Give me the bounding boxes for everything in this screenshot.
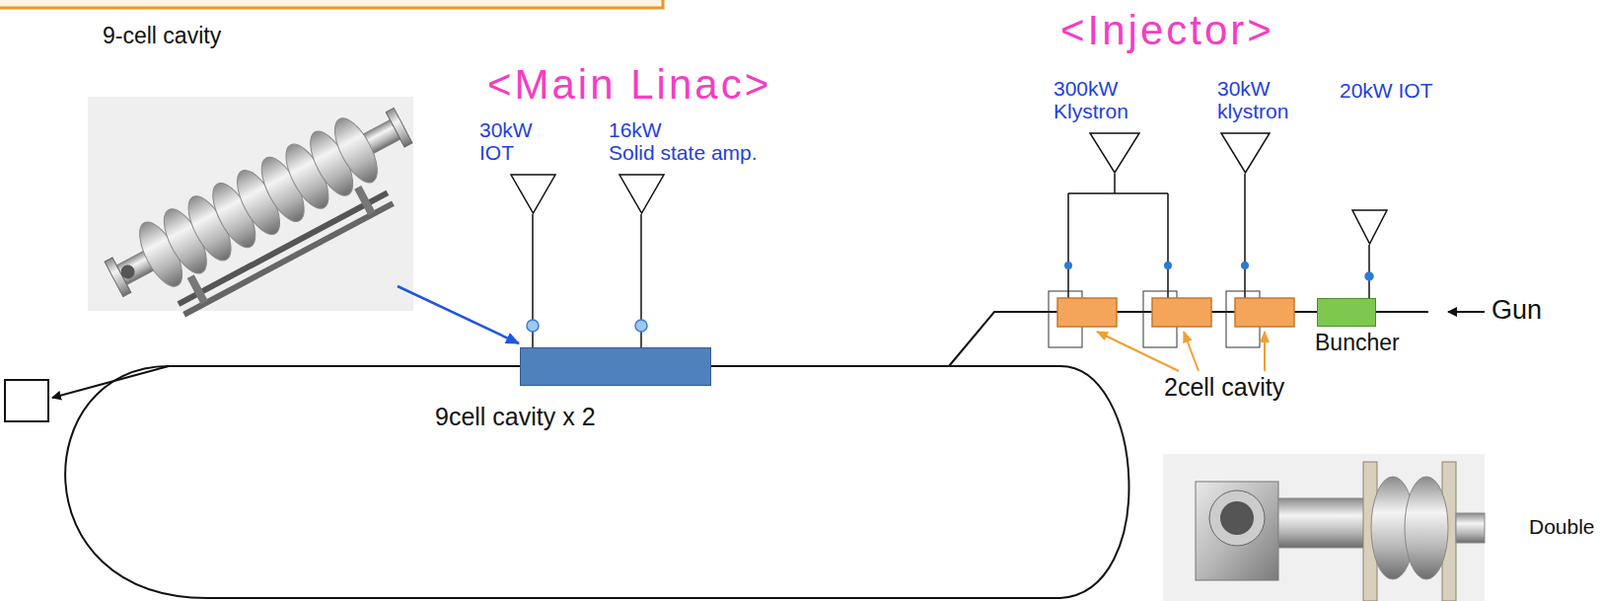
- leader-arrow: [1183, 331, 1199, 371]
- rf-coupler-dot: [1240, 261, 1249, 270]
- power-rating: 300kW: [1053, 76, 1157, 100]
- rf-coupler-dot: [1064, 261, 1073, 270]
- beam-dump: [4, 379, 49, 422]
- rf-amplifier: 300kWKlystron: [1053, 76, 1157, 174]
- amplifier-symbol: [1352, 210, 1387, 244]
- callout-arrow: [397, 286, 519, 344]
- amplifier-symbol: [618, 173, 665, 215]
- source-label: Gun: [1491, 295, 1542, 326]
- two-cell-cavity-photo: [1404, 476, 1449, 580]
- photo-caption: Double: [1528, 514, 1596, 538]
- amplifier-symbol: [510, 174, 556, 214]
- two-cell-cavity-photo: [1163, 453, 1485, 601]
- rf-amplifier: 30kWIOT: [479, 118, 582, 215]
- buncher-box: Buncher: [1316, 297, 1377, 327]
- power-rating: 16kW: [608, 118, 810, 142]
- component-label: 2cell cavity: [1163, 373, 1285, 402]
- nine-cell-cavity-photo: [118, 262, 138, 282]
- component-label: 9cell cavity x 2: [435, 403, 596, 432]
- rf-coupler-dot: [1365, 272, 1374, 281]
- two-cell-cavity-photo: [1195, 481, 1279, 581]
- top-banner: [0, 0, 663, 8]
- amplifier-type: klystron: [1217, 99, 1320, 123]
- cavity-box: 9cell cavity x 2: [519, 347, 712, 386]
- rf-coupler-dot: [526, 319, 539, 332]
- component-label: Buncher: [1314, 330, 1400, 356]
- rf-feed-line: [1368, 244, 1371, 298]
- rf-feed-line: [635, 214, 648, 348]
- racetrack-beamline: [65, 365, 1129, 598]
- rf-coupler-dot: [635, 319, 648, 332]
- amplifier-type: Solid state amp.: [608, 141, 810, 164]
- two-cell-cavity: [1152, 297, 1212, 327]
- nine-cell-cavity-photo: [354, 185, 375, 216]
- two-cell-cavity: [1057, 297, 1117, 327]
- power-rating: 30kW: [1217, 76, 1320, 100]
- rf-amplifier: 20kW IOT: [1339, 78, 1482, 245]
- amplifier-type: Klystron: [1053, 99, 1157, 123]
- power-rating: 20kW IOT: [1339, 78, 1482, 102]
- two-cell-cavity-photo: [1209, 490, 1265, 546]
- rf-coupler-dot: [1163, 261, 1172, 270]
- two-cell-cavity-photo: [1278, 498, 1368, 548]
- rf-feed-wire: [1068, 173, 1245, 298]
- section-title: <Injector>: [1060, 7, 1275, 54]
- amplifier-symbol: [1220, 132, 1271, 174]
- amplifier-symbol: [619, 174, 664, 214]
- two-cell-cavity-photo: [1455, 512, 1485, 543]
- amplifier-symbol: [1089, 132, 1141, 174]
- nine-cell-cavity-photo: [385, 107, 413, 147]
- rf-feed-line: [1365, 244, 1374, 298]
- amplifier-symbol: [1090, 133, 1140, 173]
- section-title: <Main Linac>: [487, 62, 772, 108]
- nine-cell-cavity-photo: [326, 112, 386, 190]
- amplifier-symbol: [1221, 133, 1270, 173]
- gun-arrow: [1448, 310, 1485, 313]
- rf-amplifier: 30kWklystron: [1217, 76, 1320, 174]
- amplifier-type: IOT: [479, 141, 582, 164]
- nine-cell-cavity-photo: [87, 93, 435, 339]
- leader-arrow: [1263, 331, 1266, 371]
- two-cell-cavity-photo: [1220, 501, 1254, 535]
- nine-cell-cavity-photo: [187, 274, 209, 304]
- nine-cell-cavity-photo: [97, 93, 436, 339]
- amplifier-symbol: [509, 173, 557, 215]
- photo-caption: 9-cell cavity: [102, 23, 221, 49]
- two-cell-cavity: [1235, 297, 1295, 327]
- dump-arrow: [52, 365, 169, 398]
- amplifier-symbol: [1351, 209, 1388, 245]
- two-cell-cavity-photo: [1163, 453, 1485, 601]
- power-rating: 30kW: [479, 118, 582, 142]
- rf-amplifier: 16kWSolid state amp.: [608, 118, 810, 215]
- rf-feed-line: [526, 214, 539, 348]
- leader-arrow: [1096, 331, 1179, 371]
